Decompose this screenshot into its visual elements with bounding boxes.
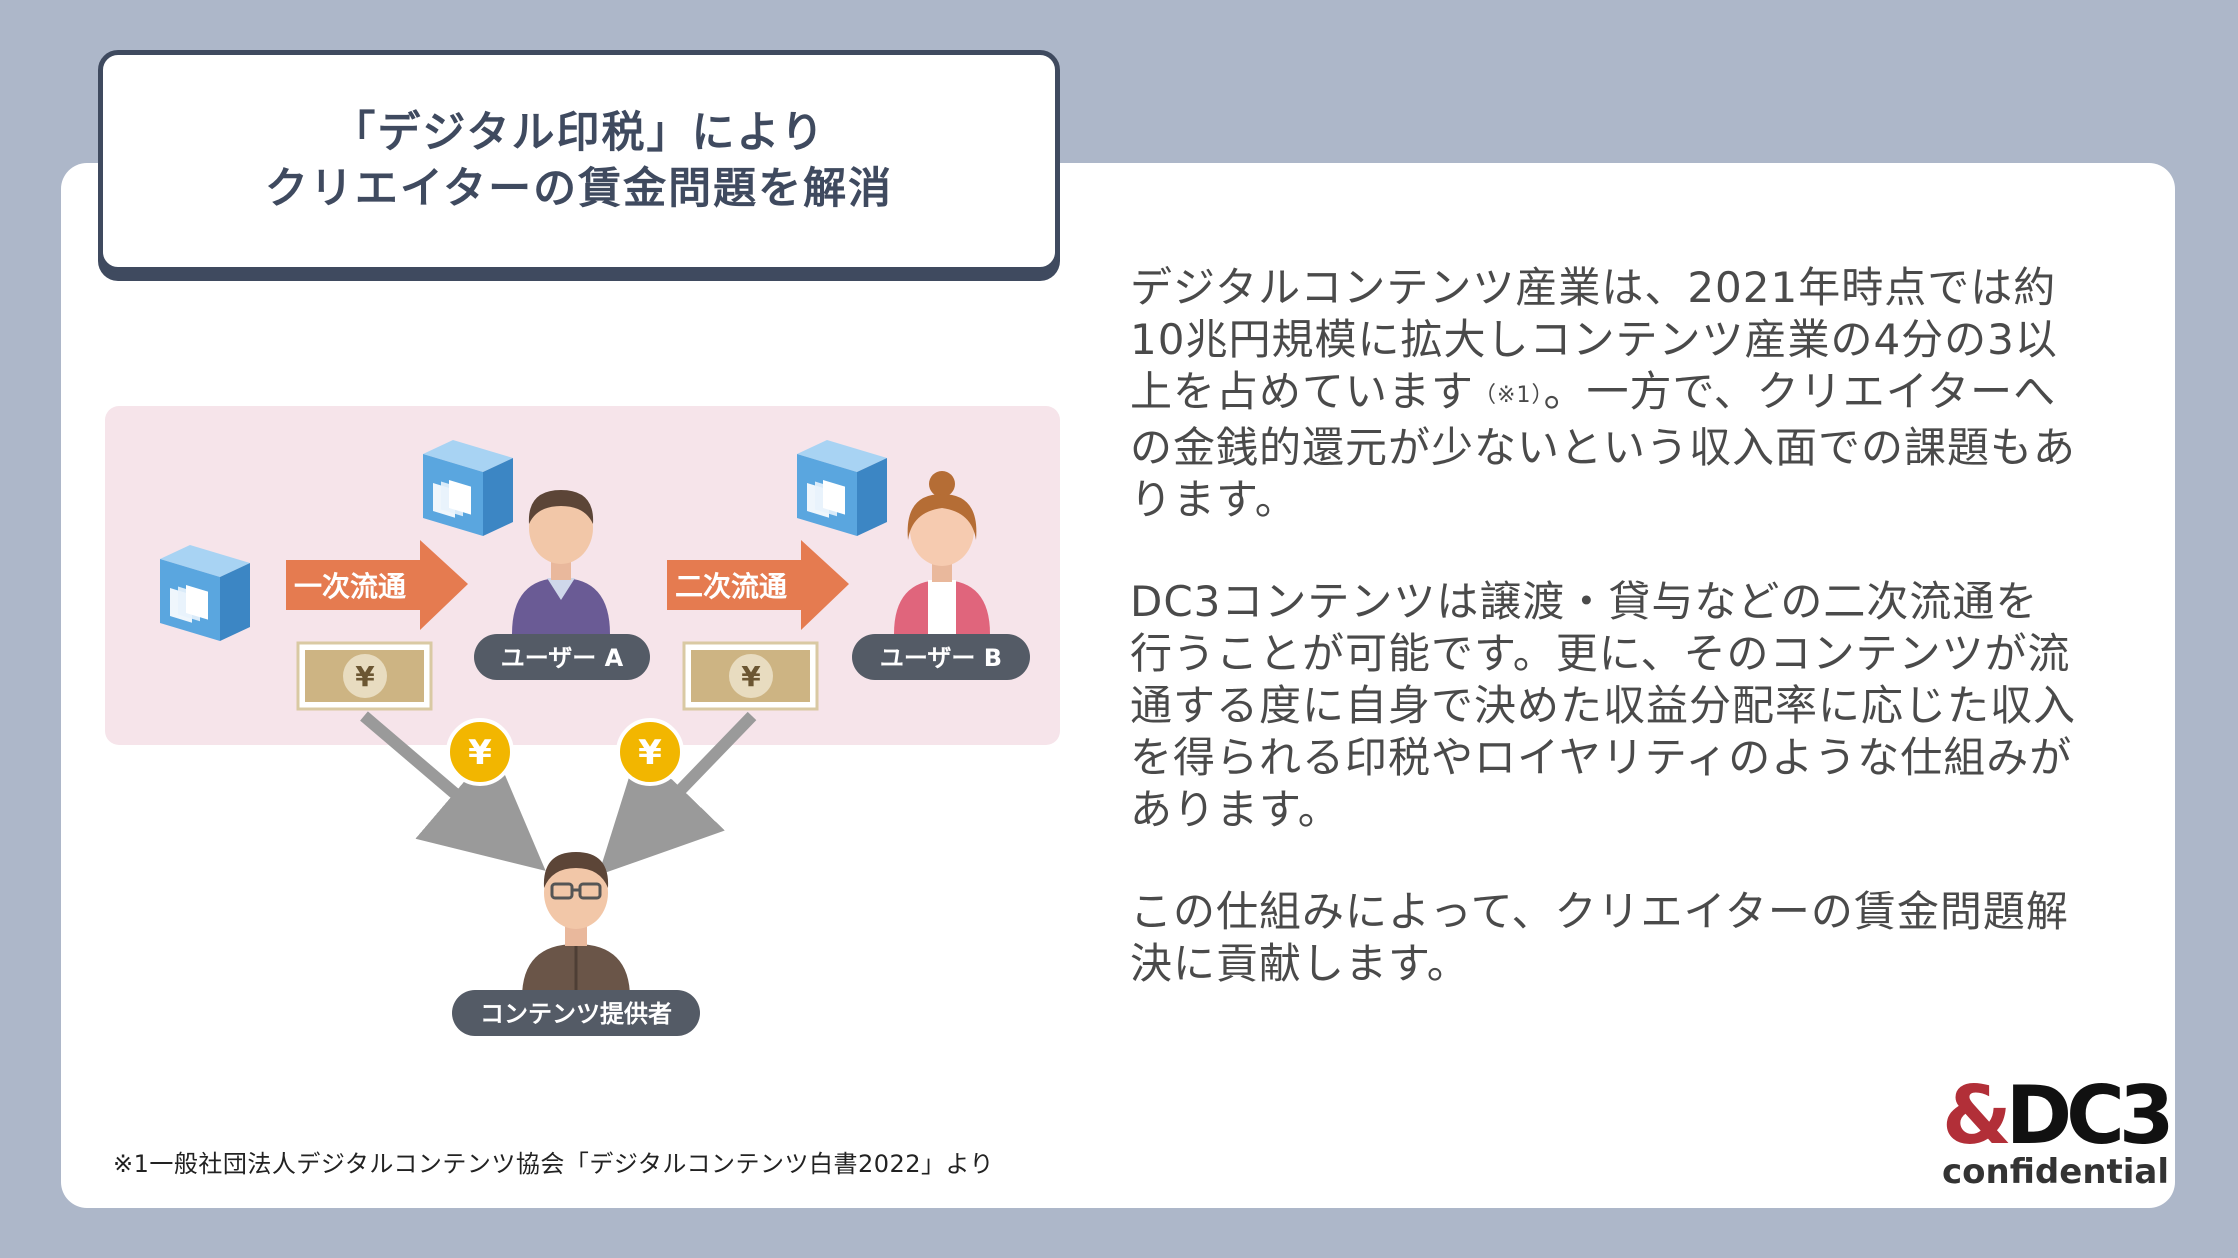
yen-symbol: ¥ <box>468 733 492 773</box>
body-text: デジタルコンテンツ産業は、2021年時点では約10兆円規模に拡大しコンテンツ産業… <box>1130 262 2080 1040</box>
content-cube-icon <box>423 440 513 536</box>
paragraph-1-text-cont: 。一方で、クリエイターへの金銭的還元が少ないという収入面での課題もあります。 <box>1130 367 2077 524</box>
content-provider-badge: コンテンツ提供者 <box>452 990 700 1036</box>
secondary-distribution-label: 二次流通 <box>675 570 787 603</box>
yen-symbol: ¥ <box>355 660 375 693</box>
content-provider-label: コンテンツ提供者 <box>480 1000 672 1028</box>
primary-distribution-arrow: 一次流通 <box>286 540 468 630</box>
user-a-label: ユーザー A <box>501 644 624 672</box>
footnote: ※1一般社団法人デジタルコンテンツ協会「デジタルコンテンツ白書2022」より <box>113 1150 995 1178</box>
footnote-reference: （※1） <box>1474 383 1544 408</box>
content-cube-icon <box>797 440 887 536</box>
revenue-arrow-right <box>598 711 757 876</box>
paragraph-2: DC3コンテンツは譲渡・貸与などの二次流通を行うことが可能です。更に、そのコンテ… <box>1130 577 2077 834</box>
user-b-label: ユーザー B <box>880 644 1002 672</box>
content-cube-icon <box>160 545 250 641</box>
bill-icon: ¥ <box>682 641 819 711</box>
user-a-icon <box>512 490 610 634</box>
yen-symbol: ¥ <box>638 733 662 773</box>
content-provider-icon <box>522 852 630 998</box>
paragraph-1: デジタルコンテンツ産業は、2021年時点では約10兆円規模に拡大しコンテンツ産業… <box>1130 262 2080 526</box>
secondary-distribution-arrow: 二次流通 <box>667 540 849 630</box>
dc3-logo: &DC3 confidential <box>1942 1076 2175 1192</box>
yen-coin-icon: ¥ <box>616 718 684 786</box>
primary-distribution-label: 一次流通 <box>294 570 406 603</box>
logo-mark: &DC3 <box>1942 1076 2175 1156</box>
yen-symbol: ¥ <box>741 660 761 693</box>
title-line-2: クリエイターの賃金問題を解消 <box>264 164 894 214</box>
logo-confidential: confidential <box>1942 1152 2170 1192</box>
logo-dc3: DC3 <box>2005 1069 2175 1162</box>
yen-coin-icon: ¥ <box>446 718 514 786</box>
title-line-1: 「デジタル印税」により <box>332 108 826 158</box>
logo-amp: & <box>1942 1069 2012 1162</box>
bill-icon: ¥ <box>296 641 433 711</box>
user-a-badge: ユーザー A <box>474 634 650 680</box>
revenue-arrow-left <box>360 711 546 871</box>
title-box: 「デジタル印税」により クリエイターの賃金問題を解消 <box>98 50 1060 272</box>
user-b-badge: ユーザー B <box>852 634 1030 680</box>
paragraph-3: この仕組みによって、クリエイターの賃金問題解決に貢献します。 <box>1130 887 2069 988</box>
user-b-icon <box>894 471 990 634</box>
paragraph-1-text: デジタルコンテンツ産業は、2021年時点では約10兆円規模に拡大しコンテンツ産業… <box>1130 263 2058 416</box>
